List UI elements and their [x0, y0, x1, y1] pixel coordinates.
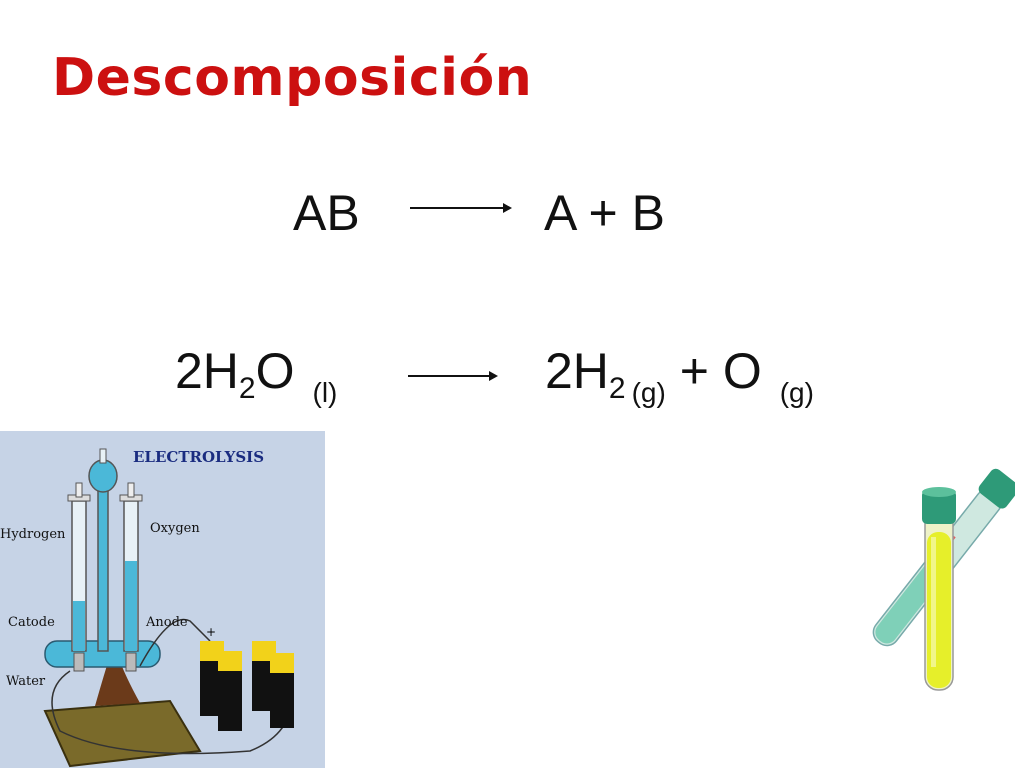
water-products: 2H2(g) + O(g) — [545, 342, 814, 409]
electrolysis-drawing: + ELECTROLYSIS Hydrogen Oxygen Catode An… — [0, 448, 294, 768]
reaction-arrow-general — [410, 203, 512, 213]
test-tubes-illustration — [855, 462, 1020, 694]
reactant-coef: 2H — [175, 343, 239, 399]
water-reactant: 2H2O (l) — [175, 342, 337, 409]
general-products: A + B — [544, 185, 665, 241]
product2-state: (g) — [779, 377, 814, 408]
slide-title: Descomposición — [52, 48, 533, 108]
water-label: Water — [6, 674, 46, 689]
oxygen-label: Oxygen — [150, 521, 200, 536]
hydrogen-label: Hydrogen — [0, 527, 66, 542]
left-tube-water — [73, 601, 85, 651]
reactant-subscript: 2 — [238, 372, 256, 405]
svg-text:+: + — [206, 625, 216, 639]
product1-subscript: 2 — [608, 372, 626, 405]
funnel-bulb — [88, 459, 118, 493]
center-tube — [97, 480, 109, 652]
wire-anode — [139, 618, 211, 667]
general-reactant: AB — [293, 185, 360, 241]
test-tubes-drawing — [872, 468, 1020, 691]
upright-test-tube — [922, 487, 956, 691]
product1-state: (g) — [631, 377, 666, 408]
apparatus-base — [43, 699, 202, 768]
reaction-arrow-water — [408, 371, 498, 381]
electrolysis-title: ELECTROLYSIS — [133, 448, 264, 466]
reactant-state: (l) — [312, 377, 338, 408]
battery-pack: + — [200, 625, 294, 731]
right-tube-water — [125, 561, 137, 651]
catode-label: Catode — [8, 615, 55, 630]
electrolysis-illustration: + ELECTROLYSIS Hydrogen Oxygen Catode An… — [0, 431, 325, 768]
apparatus-stand — [95, 656, 140, 706]
product-plus-o: + O — [679, 343, 762, 399]
reactant-tail: O — [255, 343, 295, 399]
anode-label: Anode — [145, 615, 188, 630]
product1-coef: 2H — [545, 343, 609, 399]
